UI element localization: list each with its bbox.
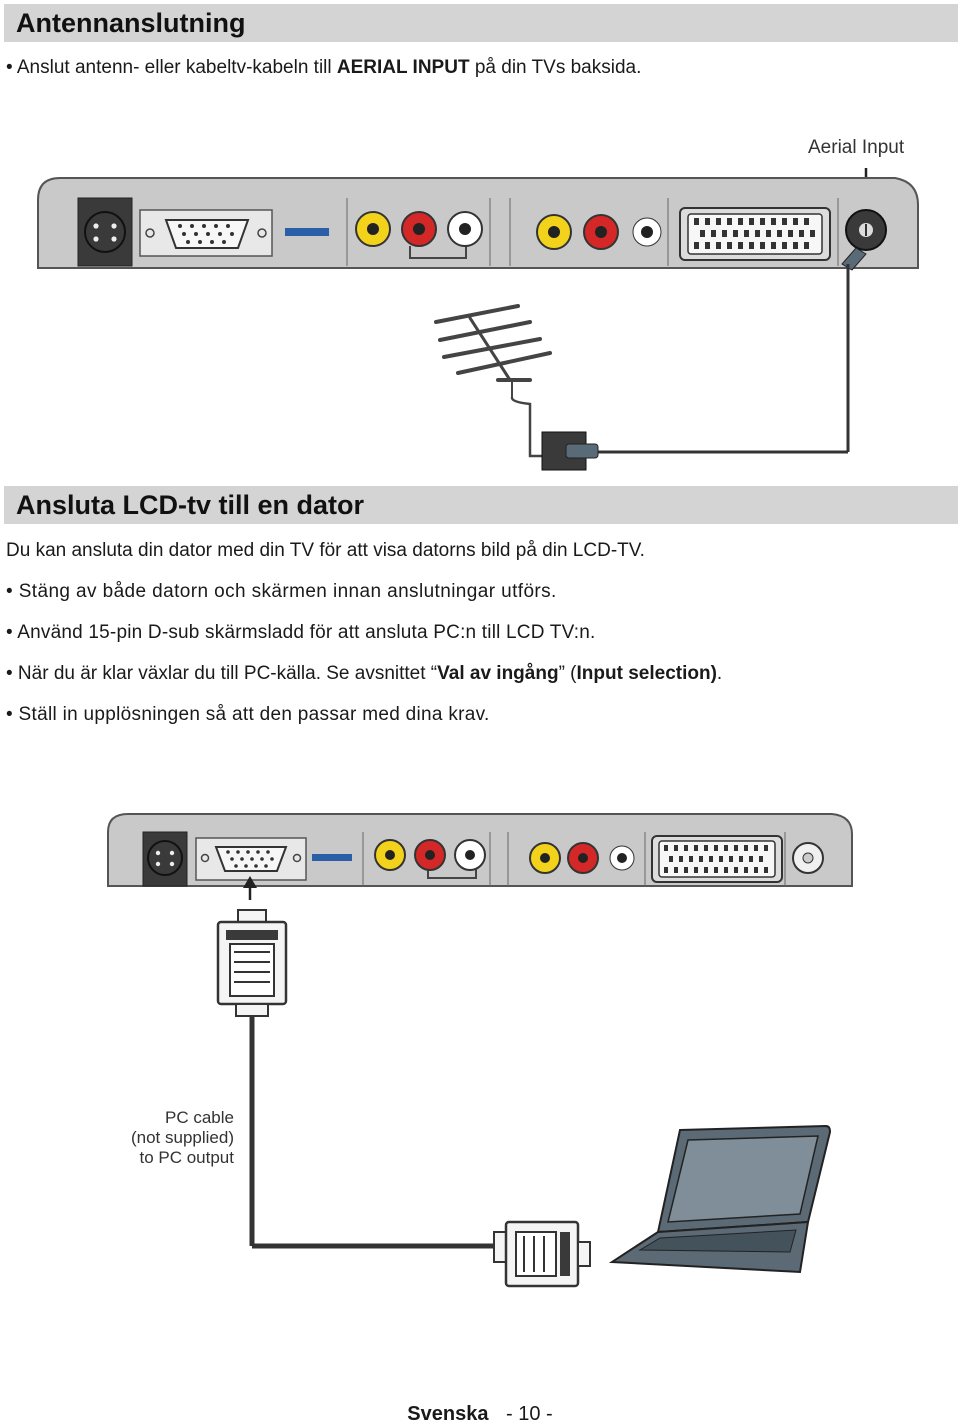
tv-back-panel-icon [107, 813, 853, 887]
antenna-instruction-end: på din TVs baksida. [469, 57, 642, 78]
input-selection-title: Val av ingång [437, 663, 559, 684]
tv-back-panel-icon [37, 177, 919, 269]
section-heading-bar: Antennanslutning [4, 4, 958, 42]
pc-intro: Du kan ansluta din dator med din TV för … [6, 540, 645, 561]
footer-page-number: - 10 - [506, 1403, 553, 1425]
pc-bullet-3-mid: ” ( [558, 663, 577, 684]
antenna-icon [434, 304, 552, 458]
section-heading-bar: Ansluta LCD-tv till en dator [4, 486, 958, 524]
arrow-icon [243, 876, 257, 900]
aerial-input-emphasis: AERIAL INPUT [336, 57, 470, 78]
wall-socket-icon [541, 431, 599, 471]
pc-bullet-3-text: • När du är klar växlar du till PC-källa… [6, 663, 438, 684]
pc-cable-label-line-2: (not supplied) [130, 1128, 234, 1147]
vga-plug-icon [493, 1220, 591, 1288]
antenna-connection-diagram [37, 168, 919, 471]
pc-cable-icon [249, 1016, 500, 1249]
laptop-icon [608, 1124, 832, 1274]
section-heading-pc: Ansluta LCD-tv till en dator [16, 490, 365, 520]
antenna-instruction-text: • Anslut antenn- eller kabeltv-kabeln ti… [6, 57, 337, 78]
pc-connection-diagram [107, 813, 853, 1288]
pc-bullet-3: • När du är klar växlar du till PC-källa… [6, 663, 722, 685]
pc-cable-label-line-1: PC cable [165, 1108, 234, 1127]
vga-plug-icon [216, 909, 288, 1017]
footer-language: Svenska [407, 1403, 489, 1425]
pc-bullet-3-end: . [716, 663, 723, 684]
input-selection-english: Input selection) [576, 663, 717, 684]
pc-bullet-4: • Ställ in upplösningen så att den passa… [6, 704, 490, 725]
antenna-instruction: • Anslut antenn- eller kabeltv-kabeln ti… [6, 57, 641, 79]
aerial-cable-icon [590, 247, 867, 454]
section-heading-antenna: Antennanslutning [16, 8, 246, 38]
pc-cable-label-line-3: to PC output [139, 1148, 234, 1167]
aerial-input-label: Aerial Input [808, 137, 905, 158]
pc-cable-label: PC cable (not supplied) to PC output [100, 1108, 234, 1168]
page-footer: Svenska - 10 - [0, 1403, 960, 1426]
pc-bullet-1: • Stäng av både datorn och skärmen innan… [6, 581, 557, 602]
pc-bullet-2: • Använd 15-pin D-sub skärmsladd för att… [6, 622, 596, 643]
